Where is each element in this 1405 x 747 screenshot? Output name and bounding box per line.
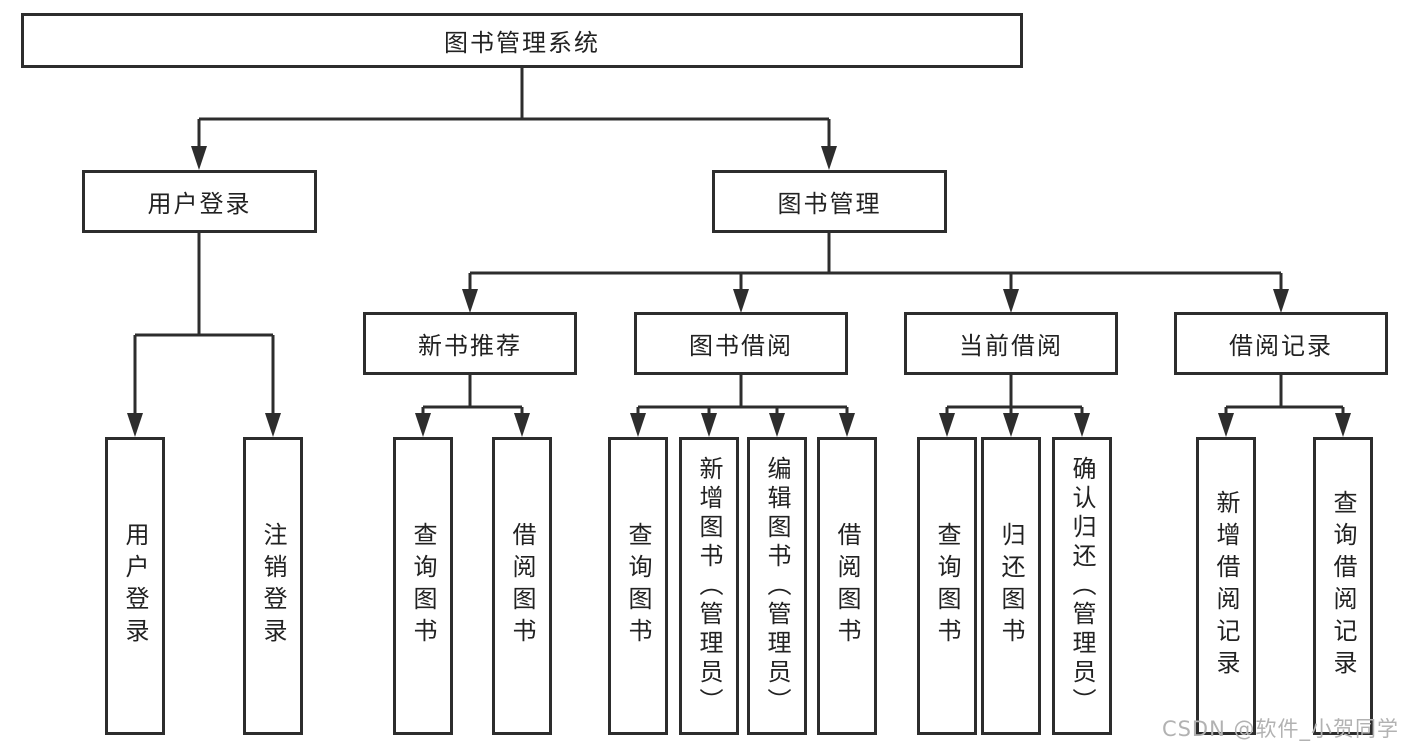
node-label: 查询图书 bbox=[624, 522, 652, 650]
node-label: 图书管理系统 bbox=[444, 29, 600, 57]
node-current-borrow: 当前借阅 bbox=[904, 312, 1118, 375]
leaf-logout-login: 注销登录 bbox=[243, 437, 303, 735]
leaf-query-books-recommend: 查询图书 bbox=[393, 437, 453, 735]
node-label: 新书推荐 bbox=[418, 332, 522, 360]
node-label: 借阅图书 bbox=[833, 522, 861, 650]
node-label: 编辑图书（管理员） bbox=[763, 455, 791, 717]
node-label: 归还图书 bbox=[997, 522, 1025, 650]
leaf-confirm-return-admin: 确认归还（管理员） bbox=[1052, 437, 1112, 735]
node-user-login: 用户登录 bbox=[82, 170, 317, 233]
leaf-query-books-current: 查询图书 bbox=[917, 437, 977, 735]
node-label: 确认归还（管理员） bbox=[1068, 455, 1096, 717]
csdn-watermark: CSDN @软件_小贺同学 bbox=[1161, 717, 1399, 741]
leaf-borrow-books-recommend: 借阅图书 bbox=[492, 437, 552, 735]
node-label: 查询图书 bbox=[409, 522, 437, 650]
arrowheads bbox=[127, 146, 1351, 437]
node-label: 注销登录 bbox=[259, 522, 287, 650]
leaf-add-book-admin: 新增图书（管理员） bbox=[679, 437, 739, 735]
node-label: 新增借阅记录 bbox=[1212, 490, 1240, 682]
node-label: 当前借阅 bbox=[959, 332, 1063, 360]
tree-lines bbox=[133, 66, 1345, 413]
leaf-edit-book-admin: 编辑图书（管理员） bbox=[747, 437, 807, 735]
node-book-management: 图书管理 bbox=[712, 170, 947, 233]
node-root-library-system: 图书管理系统 bbox=[21, 13, 1023, 68]
leaf-borrow-books: 借阅图书 bbox=[817, 437, 877, 735]
leaf-query-borrow-record: 查询借阅记录 bbox=[1313, 437, 1373, 735]
leaf-return-book: 归还图书 bbox=[981, 437, 1041, 735]
node-book-borrow: 图书借阅 bbox=[634, 312, 848, 375]
node-borrow-records: 借阅记录 bbox=[1174, 312, 1388, 375]
node-new-book-recommend: 新书推荐 bbox=[363, 312, 577, 375]
node-label: 查询借阅记录 bbox=[1329, 490, 1357, 682]
node-label: 查询图书 bbox=[933, 522, 961, 650]
leaf-user-login: 用户登录 bbox=[105, 437, 165, 735]
node-label: 用户登录 bbox=[147, 190, 252, 218]
node-label: 借阅图书 bbox=[508, 522, 536, 650]
node-label: 新增图书（管理员） bbox=[695, 455, 723, 717]
leaf-add-borrow-record: 新增借阅记录 bbox=[1196, 437, 1256, 735]
node-label: 图书借阅 bbox=[689, 332, 793, 360]
node-label: 用户登录 bbox=[121, 522, 149, 650]
node-label: 借阅记录 bbox=[1229, 332, 1333, 360]
leaf-query-books-borrow: 查询图书 bbox=[608, 437, 668, 735]
node-label: 图书管理 bbox=[777, 190, 882, 218]
